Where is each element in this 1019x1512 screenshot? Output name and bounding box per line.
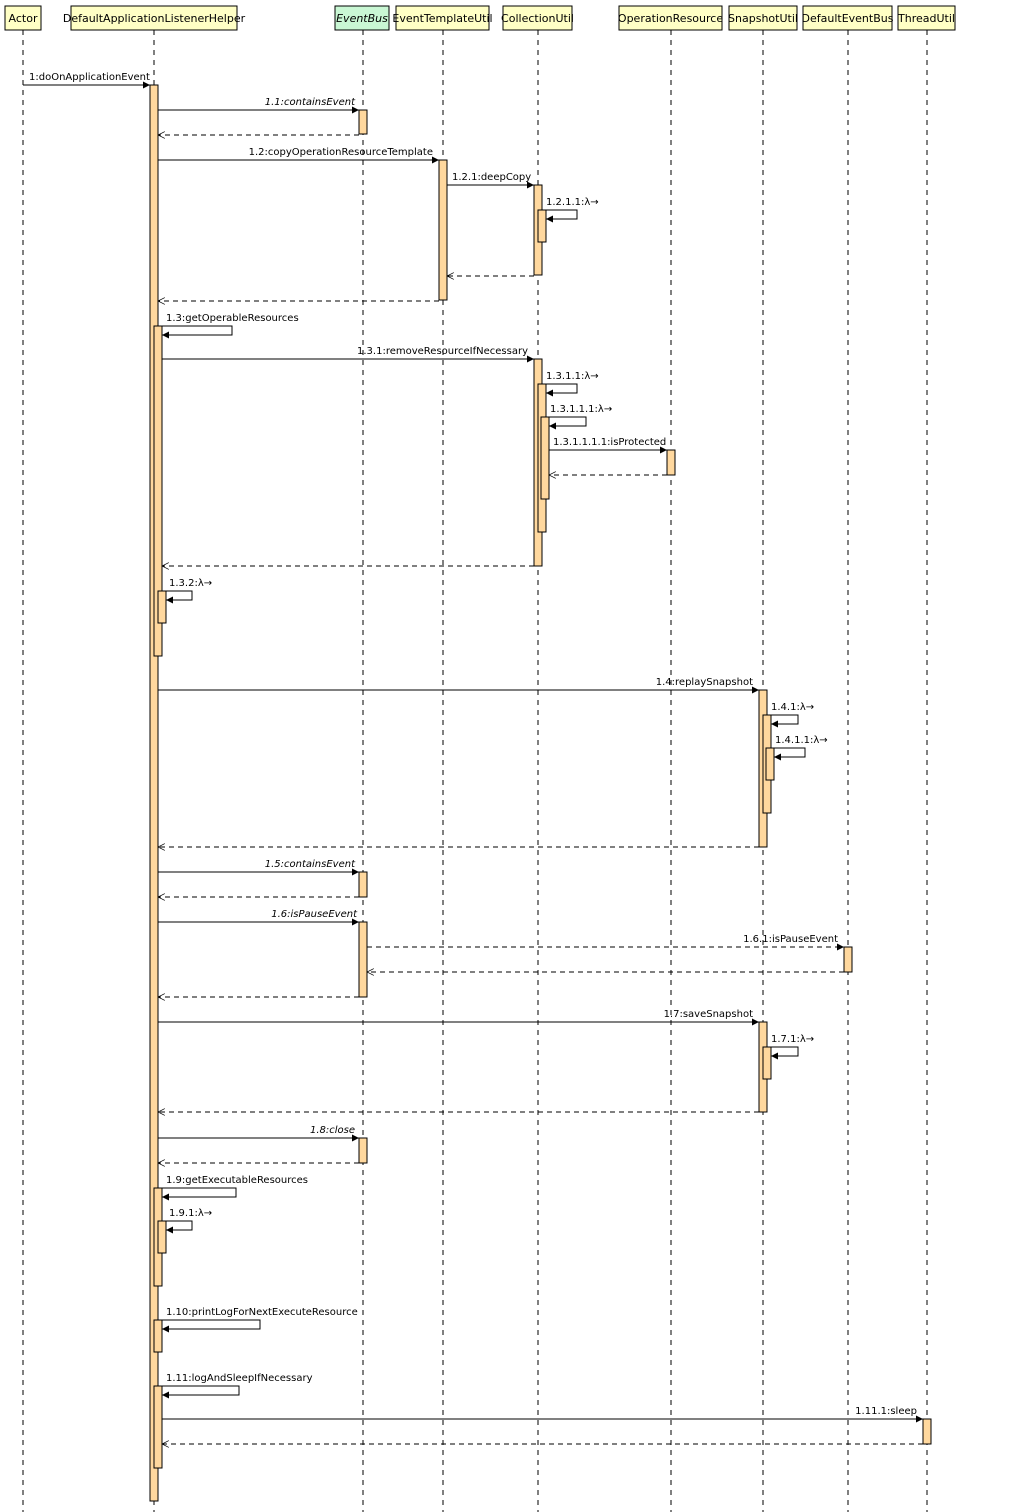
participant-box-cu: [502, 5, 573, 31]
activation-bar-23: [762, 1046, 772, 1080]
self-message-arrow: [546, 416, 587, 430]
participant-deb: DefaultEventBus: [802, 5, 894, 31]
participant-box-tu: [897, 5, 956, 31]
self-message-arrow: [542, 209, 578, 223]
message-label: 1.6:isPauseEvent: [271, 909, 358, 920]
participant-headers-layer: Actor DefaultApplicationListenerHelper Eve…: [4, 5, 956, 31]
message-label: 1.9:getExecutableResources: [166, 1175, 308, 1186]
activation-bar-5: [153, 1385, 163, 1469]
message-label: 1.4.1.1:λ→: [775, 735, 828, 746]
message-label: 1.3:getOperableResources: [166, 313, 299, 324]
message-label: 1:doOnApplicationEvent: [29, 72, 150, 83]
message-label: 1.3.1:removeResourceIfNecessary: [357, 346, 528, 357]
participant-box-actor: [4, 5, 42, 31]
activation-bar-24: [843, 946, 853, 973]
activation-bar-1: [149, 84, 159, 1502]
activation-bar-7: [157, 1220, 167, 1254]
participant-label-or: OperationResource: [618, 12, 723, 25]
participant-box-su: [728, 5, 798, 31]
self-message-arrow: [542, 383, 578, 397]
participant-tu: ThreadUtil: [897, 5, 956, 31]
participant-su: SnapshotUtil: [728, 5, 798, 31]
activation-bar-4: [153, 1319, 163, 1353]
message-label: 1.3.1.1:λ→: [546, 371, 599, 382]
activation-bar-21: [765, 747, 775, 781]
self-message-arrow: [165, 590, 193, 604]
participant-label-etu: EventTemplateUtil: [392, 12, 492, 25]
self-message-arrow: [165, 1220, 193, 1234]
self-message-arrow: [162, 325, 233, 339]
message-label: 1.5:containsEvent: [265, 859, 356, 870]
message-label: 1.11.1:sleep: [855, 1406, 917, 1417]
participant-cu: CollectionUtil: [501, 5, 574, 31]
participant-eventbus: EventBus: [334, 5, 390, 31]
message-label: 1.2.1.1:λ→: [546, 197, 599, 208]
participant-label-su: SnapshotUtil: [728, 12, 798, 25]
activation-bar-6: [157, 590, 167, 624]
activation-bar-25: [922, 1418, 932, 1445]
message-label: 1.2:copyOperationResourceTemplate: [249, 147, 433, 158]
message-label: 1.7.1:λ→: [771, 1034, 814, 1045]
activation-bar-8: [358, 109, 368, 135]
message-label: 1.3.1.1.1:λ→: [550, 404, 612, 415]
message-label: 1.4.1:λ→: [771, 702, 814, 713]
message-label: 1.9.1:λ→: [169, 1208, 212, 1219]
participant-box-deb: [802, 5, 893, 31]
message-label: 1.3.2:λ→: [169, 578, 212, 589]
participant-label-deb: DefaultEventBus: [802, 12, 894, 25]
participant-etu: EventTemplateUtil: [392, 5, 493, 31]
participant-label-helper: DefaultApplicationListenerHelper: [63, 12, 246, 25]
message-label: 1.4:replaySnapshot: [656, 677, 753, 688]
activation-bar-12: [438, 159, 448, 301]
participant-helper: DefaultApplicationListenerHelper: [63, 5, 246, 31]
activation-bar-2: [153, 325, 163, 657]
participant-or: OperationResource: [618, 5, 723, 31]
lifelines-layer: [22, 30, 928, 1512]
message-label: 1.6.1:isPauseEvent: [743, 934, 838, 945]
message-label: 1.11:logAndSleepIfNecessary: [166, 1373, 313, 1384]
self-message-arrow: [771, 747, 806, 761]
participant-box-etu: [395, 5, 490, 31]
self-message-arrow: [162, 1385, 240, 1399]
message-label: 1.2.1:deepCopy: [452, 172, 531, 183]
participant-label-cu: CollectionUtil: [501, 12, 574, 25]
participant-box-or: [618, 5, 723, 31]
activation-bar-17: [540, 416, 550, 500]
messages-layer: 1:doOnApplicationEvent 1.1:containsEvent 1…: [23, 72, 923, 1444]
participant-box-helper: [70, 5, 238, 31]
participant-box-eventbus: [334, 5, 390, 31]
message-label: 1.7:saveSnapshot: [664, 1009, 754, 1020]
message-label: 1.3.1.1.1.1:isProtected: [553, 437, 666, 448]
self-message-arrow: [767, 714, 799, 728]
message-label: 1.10:printLogForNextExecuteResource: [166, 1307, 358, 1318]
activation-bar-10: [358, 921, 368, 998]
activation-bar-14: [537, 209, 547, 243]
activation-bar-11: [358, 1137, 368, 1164]
self-message-arrow: [162, 1187, 237, 1201]
participant-actor: Actor: [4, 5, 42, 31]
activations-layer: [149, 84, 932, 1502]
self-message-arrow: [767, 1046, 799, 1060]
participant-label-tu: ThreadUtil: [897, 12, 955, 25]
participant-label-actor: Actor: [9, 12, 38, 25]
activation-bar-9: [358, 871, 368, 898]
participant-label-eventbus: EventBus: [336, 12, 388, 25]
activation-bar-18: [666, 449, 676, 476]
self-message-arrow: [162, 1319, 261, 1333]
message-label: 1.1:containsEvent: [265, 97, 356, 108]
message-label: 1.8:close: [310, 1125, 355, 1136]
